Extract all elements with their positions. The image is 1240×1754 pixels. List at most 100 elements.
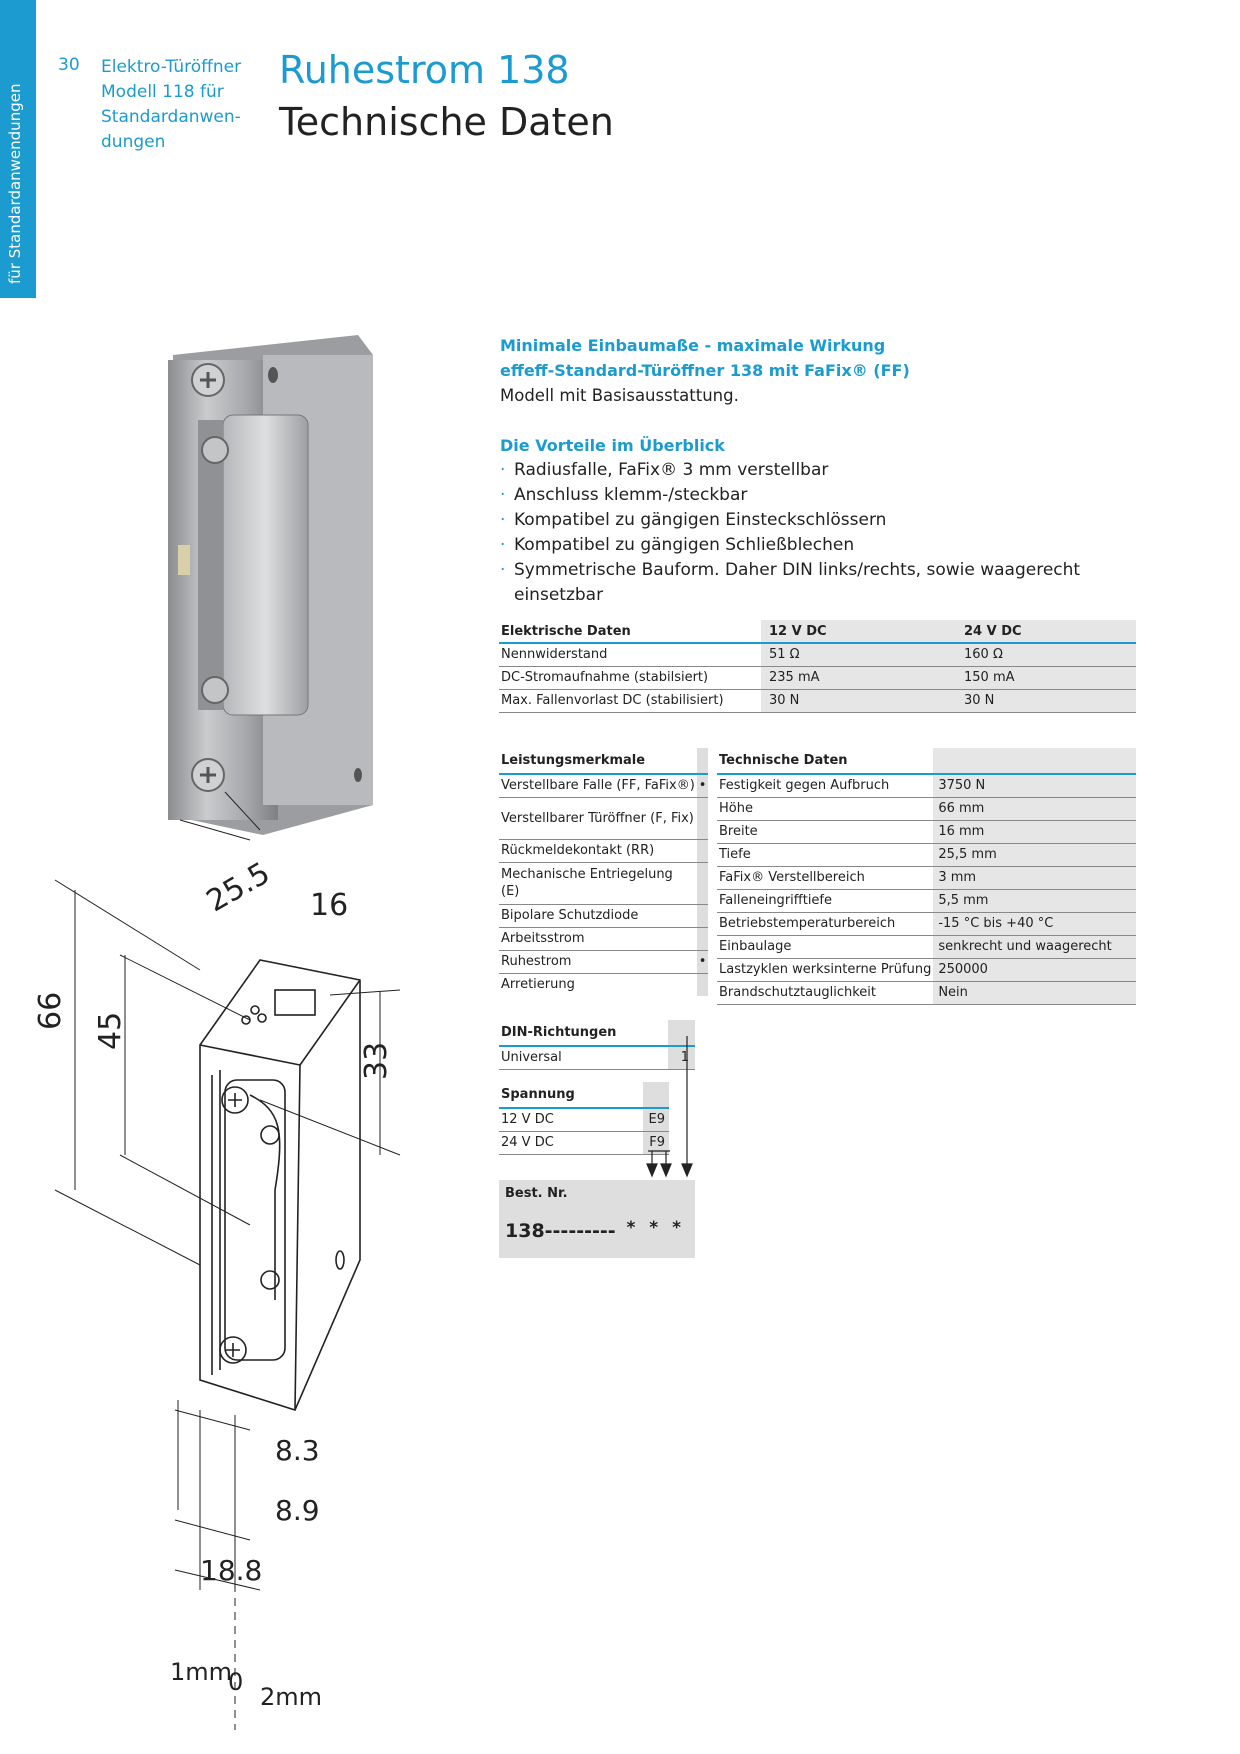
table-header-row: Spannung [499,1082,669,1109]
table-cell: 5,5 mm [933,889,1136,913]
intro-text: Modell mit Basisausstattung. [500,386,739,405]
table-row: Arretierung [499,973,709,996]
order-number-code: 138--------- [505,1220,616,1242]
performance-features-table: Leistungsmerkmale Verstellbare Falle (FF… [499,748,709,996]
dim-d1-label: 8.3 [275,1434,320,1467]
page-title: Ruhestrom 138 [279,48,570,92]
table-row: Nennwiderstand 51 Ω 160 Ω [499,643,1136,667]
product-photo [168,335,373,835]
dim-height-label: 66 [33,992,68,1030]
voltage-table: Spannung 12 V DC E9 24 V DC F9 [499,1082,669,1155]
page-subtitle: Technische Daten [279,100,614,144]
table-cell: Mechanische Entriegelung (E) [499,862,697,905]
table-cell: 30 N [950,689,1136,713]
table-cell: Höhe [717,797,934,821]
table-header-cell [933,748,1136,775]
table-cell: Tiefe [717,843,934,867]
table-cell: E9 [643,1108,669,1132]
din-directions-table: DIN-Richtungen Universal 1 [499,1020,695,1070]
table-row: Arbeitsstrom [499,927,709,951]
table-row: FaFix® Verstellbereich 3 mm [717,866,1136,890]
section-line: dungen [101,132,166,152]
table-cell: Verstellbare Falle (FF, FaFix®) [499,774,697,798]
benefit-item: Kompatibel zu gängigen Einsteckschlösser… [500,508,1160,533]
table-cell: 51 Ω [761,643,950,667]
technical-data-table: Technische Daten Festigkeit gegen Aufbru… [717,748,1136,1005]
table-cell: 160 Ω [950,643,1136,667]
table-cell: Festigkeit gegen Aufbruch [717,774,934,798]
table-header-cell [696,748,709,775]
dim-mid-label: 33 [359,1042,394,1080]
table-row: 12 V DC E9 [499,1108,669,1132]
table-cell [696,973,709,996]
section-line: Elektro-Türöffner [101,57,242,77]
dim-width-label: 16 [310,888,349,923]
table-cell: 66 mm [933,797,1136,821]
electrical-data-table: Elektrische Daten 12 V DC 24 V DC Nennwi… [499,620,1136,713]
table-cell: 1 [668,1046,695,1070]
table-cell: Breite [717,820,934,844]
table-header-cell: 12 V DC [761,620,950,644]
table-cell: Arbeitsstrom [499,927,697,951]
table-cell: Falleneingrifftiefe [717,889,934,913]
table-row: Lastzyklen werksinterne Prüfung 250000 [717,958,1136,982]
table-cell: 3750 N [933,774,1136,798]
table-row: Max. Fallenvorlast DC (stabilisiert) 30 … [499,689,1136,713]
table-header-cell: Leistungsmerkmale [499,748,697,775]
section-line: Modell 118 für [101,82,224,102]
table-row: Universal 1 [499,1046,695,1070]
table-header-row: Technische Daten [717,748,1136,775]
table-row: Ruhestrom • [499,950,709,974]
dim-inner-label: 45 [93,1012,128,1050]
scale-zero-label: 0 [228,1668,243,1696]
table-cell: Max. Fallenvorlast DC (stabilisiert) [499,689,761,713]
table-row: Tiefe 25,5 mm [717,843,1136,867]
scale-left-label: 1mm [170,1658,232,1686]
table-cell: Lastzyklen werksinterne Prüfung [717,958,934,982]
benefits-heading: Die Vorteile im Überblick [500,436,725,455]
intro-heading-2: effeff-Standard-Türöffner 138 mit FaFix®… [500,361,910,380]
table-cell [696,927,709,951]
table-cell: Einbaulage [717,935,934,959]
table-cell: Nein [933,981,1136,1005]
table-cell: Universal [499,1046,668,1070]
table-cell: 235 mA [761,666,950,690]
table-row: Festigkeit gegen Aufbruch 3750 N [717,774,1136,798]
intro-heading-1: Minimale Einbaumaße - maximale Wirkung [500,336,886,355]
table-cell: Nennwiderstand [499,643,761,667]
table-cell [696,797,709,840]
scale-right-label: 2mm [260,1683,322,1711]
table-header-cell: Technische Daten [717,748,934,775]
table-row: DC-Stromaufnahme (stabilsiert) 235 mA 15… [499,666,1136,690]
table-cell: F9 [643,1131,669,1155]
table-cell: FaFix® Verstellbereich [717,866,934,890]
side-tab-label: für Standardanwendungen [6,83,24,284]
intro: Minimale Einbaumaße - maximale Wirkung e… [500,333,1140,408]
table-row: Verstellbare Falle (FF, FaFix®) • [499,774,709,798]
table-cell: 25,5 mm [933,843,1136,867]
table-header-cell [668,1020,695,1047]
table-cell [696,839,709,863]
benefit-item: Anschluss klemm-/steckbar [500,483,1160,508]
benefit-item: Radiusfalle, FaFix® 3 mm verstellbar [500,458,1160,483]
table-cell: • [696,774,709,798]
table-header-row: Elektrische Daten 12 V DC 24 V DC [499,620,1136,644]
table-cell [696,862,709,905]
table-cell: -15 °C bis +40 °C [933,912,1136,936]
benefits-list: Radiusfalle, FaFix® 3 mm verstellbar Ans… [500,458,1160,608]
table-cell [696,904,709,928]
order-number-label: Best. Nr. [505,1186,568,1201]
dimension-drawing: 66 45 33 8.3 8.9 18.8 1mm 0 2mm [33,791,401,1730]
table-row: Falleneingrifftiefe 5,5 mm [717,889,1136,913]
table-cell: Bipolare Schutzdiode [499,904,697,928]
section-line: Standardanwen- [101,107,241,127]
table-header-cell: Elektrische Daten [499,620,761,644]
table-cell: Verstellbarer Türöffner (F, Fix) [499,797,697,840]
table-cell: Brandschutztauglichkeit [717,981,934,1005]
benefit-item: Symmetrische Bauform. Daher DIN links/re… [500,558,1160,608]
table-cell: 250000 [933,958,1136,982]
table-row: Rückmeldekontakt (RR) [499,839,709,863]
dim-d3-label: 18.8 [200,1554,262,1587]
table-row: Mechanische Entriegelung (E) [499,862,709,905]
table-row: Brandschutztauglichkeit Nein [717,981,1136,1005]
